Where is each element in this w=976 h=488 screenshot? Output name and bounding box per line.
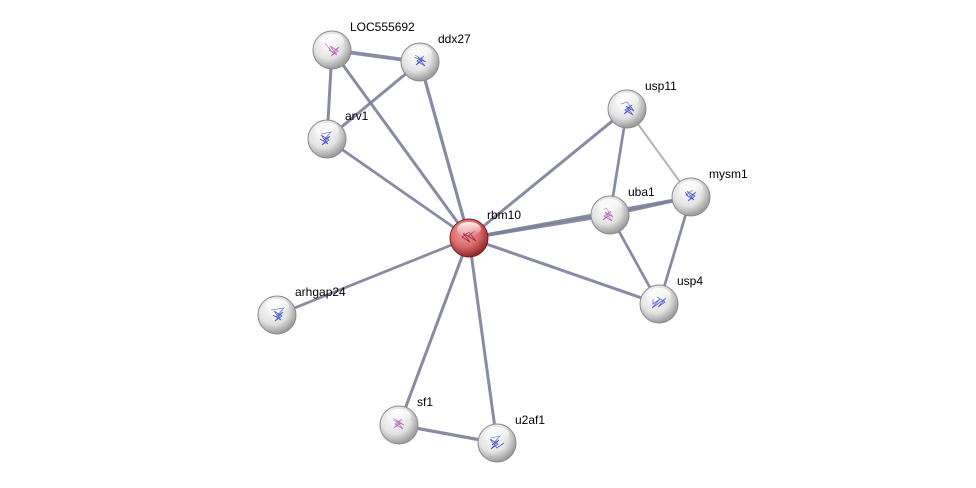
node-highlight — [647, 288, 671, 302]
node-ddx27[interactable]: ddx27 — [400, 32, 471, 82]
node-sf1[interactable]: sf1 — [379, 395, 433, 445]
node-highlight — [387, 409, 411, 423]
edge-LOC555692-rbm10[interactable] — [330, 49, 471, 239]
edge-ddx27-arv1[interactable] — [326, 60, 421, 141]
node-uba1[interactable]: uba1 — [590, 185, 655, 235]
node-arv1[interactable]: arv1 — [307, 109, 369, 159]
node-label: LOC555692 — [350, 20, 415, 34]
node-highlight — [615, 93, 639, 107]
edge-rbm10-usp11[interactable] — [468, 107, 628, 240]
node-u2af1[interactable]: u2af1 — [477, 413, 545, 463]
node-label: uba1 — [628, 185, 655, 199]
node-label: usp11 — [645, 79, 677, 93]
edge-rbm10-u2af1[interactable] — [467, 237, 499, 444]
node-label: sf1 — [417, 395, 433, 409]
node-highlight — [485, 427, 509, 441]
protein-structure-icon — [684, 189, 697, 202]
protein-structure-icon — [461, 230, 477, 243]
protein-structure-icon — [413, 54, 427, 67]
node-label: u2af1 — [515, 413, 545, 427]
node-label: ddx27 — [438, 32, 471, 46]
node-highlight — [679, 181, 703, 195]
node-highlight — [457, 222, 481, 236]
edge-ddx27-rbm10[interactable] — [418, 61, 471, 239]
node-highlight — [315, 123, 339, 137]
node-highlight — [408, 46, 432, 60]
node-label: usp4 — [677, 274, 703, 288]
node-highlight — [265, 299, 289, 313]
node-mysm1[interactable]: mysm1 — [671, 167, 748, 217]
edge-rbm10-usp4[interactable] — [468, 236, 660, 306]
protein-structure-icon — [392, 417, 405, 430]
node-label: arhgap24 — [295, 285, 346, 299]
node-arhgap24[interactable]: arhgap24 — [257, 285, 346, 335]
protein-structure-icon — [651, 296, 667, 309]
node-usp11[interactable]: usp11 — [607, 79, 677, 129]
edge-rbm10-sf1[interactable] — [397, 237, 471, 426]
node-LOC555692[interactable]: LOC555692 — [312, 20, 415, 70]
node-label: mysm1 — [709, 167, 748, 181]
node-rbm10[interactable]: rbm10 — [449, 208, 521, 258]
edge-arv1-rbm10[interactable] — [326, 137, 470, 240]
node-highlight — [320, 34, 344, 48]
node-highlight — [598, 199, 622, 213]
node-label: rbm10 — [487, 208, 521, 222]
node-label: arv1 — [345, 109, 369, 123]
node-usp4[interactable]: usp4 — [639, 274, 703, 324]
edge-rbm10-arhgap24[interactable] — [276, 236, 470, 317]
